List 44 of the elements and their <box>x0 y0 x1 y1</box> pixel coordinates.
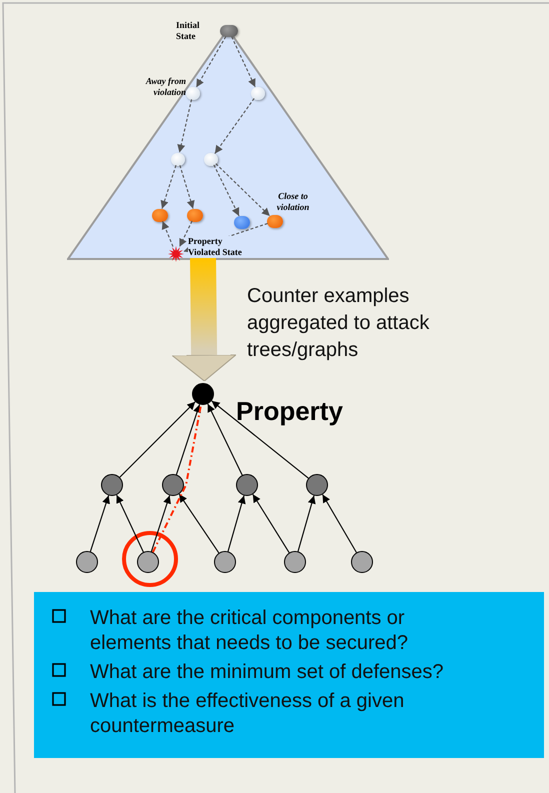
state-label: Close to violation <box>276 191 310 213</box>
arrow <box>207 404 243 476</box>
arrow <box>322 494 357 553</box>
tree-node <box>137 551 159 573</box>
arrow <box>252 494 290 553</box>
tree-node <box>284 551 306 573</box>
goal-node <box>192 383 214 405</box>
arrow <box>231 36 256 88</box>
state-node <box>220 25 238 37</box>
question-text: What are the critical components or elements that needs to be secured? <box>90 606 409 656</box>
state-label: Initial State <box>176 20 201 42</box>
arrow <box>214 98 255 154</box>
tree-node <box>101 474 123 496</box>
tree-node <box>306 474 328 496</box>
arrow <box>213 164 240 216</box>
question-text: What are the minimum set of defenses? <box>90 660 444 685</box>
arrow <box>119 401 196 478</box>
arrow <box>90 495 110 552</box>
tree-node <box>236 474 258 496</box>
tree-node <box>162 474 184 496</box>
question-panel <box>34 592 544 758</box>
arrow <box>211 400 309 479</box>
arrow <box>177 99 192 153</box>
tree-node <box>351 551 373 573</box>
arrow <box>179 220 193 248</box>
state-label: Away from violation <box>144 76 186 98</box>
arrow <box>196 36 226 88</box>
arrow <box>178 494 220 554</box>
arrow <box>150 495 171 552</box>
arrow <box>228 495 246 552</box>
violation-star-icon <box>168 246 184 262</box>
arrow <box>160 165 177 209</box>
tree-node <box>76 551 98 573</box>
arrow <box>183 222 268 253</box>
aggregation-arrow <box>172 258 237 382</box>
question-text: What is the effectiveness of a given countermeasure <box>90 689 406 739</box>
arrow <box>162 220 174 247</box>
arrow <box>298 495 316 552</box>
arrow <box>176 404 201 475</box>
arrow <box>116 494 144 552</box>
goal-label: Property <box>236 396 344 426</box>
tree-node <box>214 551 236 573</box>
arrow <box>179 165 195 209</box>
arrow <box>215 163 270 216</box>
